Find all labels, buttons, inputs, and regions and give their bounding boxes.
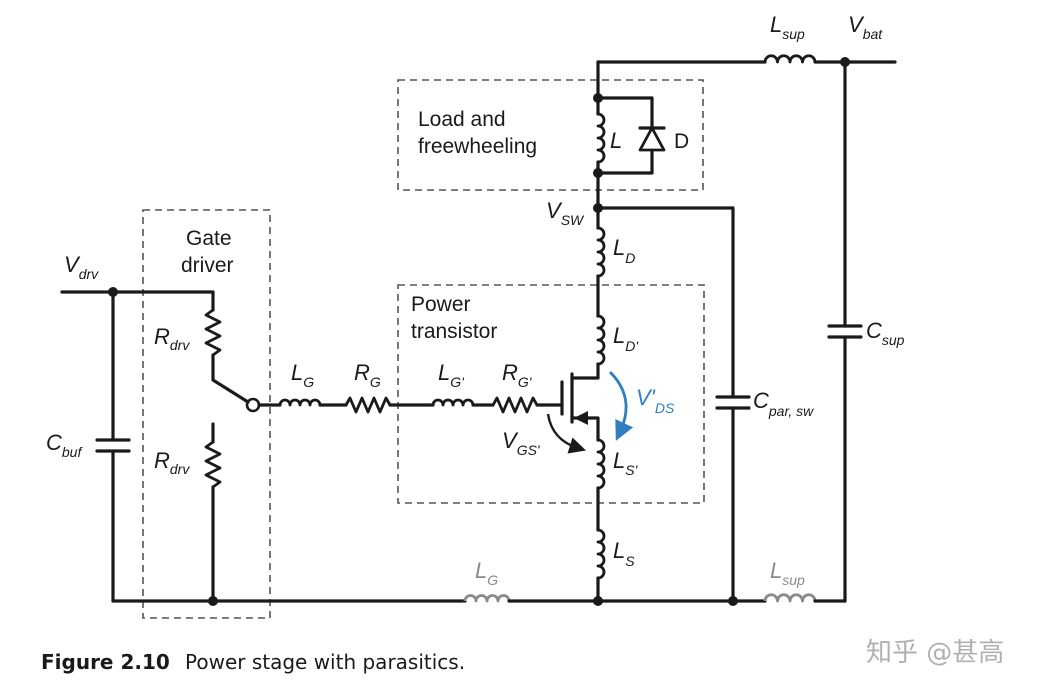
mosfet-source-arrow xyxy=(574,411,588,425)
load-block-title-2: freewheeling xyxy=(418,135,537,158)
lg-ground-inductor xyxy=(463,594,511,603)
diode-loop xyxy=(596,96,654,175)
ld-prime-label: LD' xyxy=(613,323,639,354)
ls-prime-label: LS' xyxy=(613,448,639,478)
load-block-title-1: Load and xyxy=(418,108,506,131)
load-inductor xyxy=(596,112,606,164)
vgs-prime-arrow xyxy=(546,413,587,454)
gate-block-title-1: Gate xyxy=(186,227,232,250)
lsup-top-inductor xyxy=(763,54,817,64)
drain-lead xyxy=(570,362,600,380)
vbat-label: Vbat xyxy=(848,12,883,42)
rdrv-bottom-resistor xyxy=(204,440,222,489)
csup-label: Csup xyxy=(866,318,905,348)
rdrv-top-to-switch xyxy=(211,353,250,404)
lsup-ground-label: Lsup xyxy=(770,558,805,588)
vdrv-rail xyxy=(60,290,215,312)
cpar-branch-top xyxy=(596,206,735,399)
rdrv-bottom-label: Rdrv xyxy=(154,448,190,477)
lg-prime-inductor xyxy=(431,398,475,407)
lg-inductor xyxy=(278,398,322,407)
power-block-title-1: Power xyxy=(411,293,471,316)
ground-node-source xyxy=(593,596,603,606)
figure-caption: Power stage with parasitics. xyxy=(185,650,465,674)
cpar-label: Cpar, sw xyxy=(753,388,814,419)
vsw-label: VSW xyxy=(546,198,585,228)
power-block-title-2: transistor xyxy=(411,320,497,343)
ld-label: LD xyxy=(613,235,635,266)
watermark: 知乎 @甚高 xyxy=(866,638,1004,668)
diode-label: D xyxy=(674,130,689,153)
ls-prime-inductor xyxy=(596,438,606,490)
rdrv-top-resistor xyxy=(204,308,222,357)
vds-prime-arrow xyxy=(609,371,634,441)
vdrv-label: Vdrv xyxy=(64,252,99,282)
rg-prime-resistor xyxy=(491,396,539,414)
diode-symbol xyxy=(638,126,666,152)
rg-label: RG xyxy=(354,360,381,390)
cbuf-label: Cbuf xyxy=(46,430,83,460)
lsup-ground-inductor xyxy=(763,593,817,603)
lg-ground-label: LG xyxy=(475,558,498,588)
ls-label: LS xyxy=(613,538,635,569)
vds-prime-label: V'DS xyxy=(636,385,675,416)
ld-inductor xyxy=(596,226,606,278)
load-inductor-label: L xyxy=(610,128,622,153)
lg-prime-label: LG' xyxy=(438,360,465,390)
load-freewheeling-block xyxy=(397,79,704,191)
power-transistor-block xyxy=(397,284,705,504)
ground-node-cpar xyxy=(728,596,738,606)
gate-block-title-2: driver xyxy=(181,254,234,277)
figure-number: Figure 2.10 xyxy=(41,650,170,674)
ld-prime-inductor xyxy=(596,314,606,366)
rg-resistor xyxy=(344,396,392,414)
gate-driver-block xyxy=(142,209,271,619)
rdrv-top-label: Rdrv xyxy=(154,324,190,353)
rg-prime-label: RG' xyxy=(502,360,533,390)
ground-node-driver xyxy=(208,596,218,606)
lg-label: LG xyxy=(291,360,314,390)
lsup-top-label: Lsup xyxy=(770,12,805,42)
vgs-prime-label: VGS' xyxy=(502,428,541,458)
ls-inductor xyxy=(596,528,606,580)
